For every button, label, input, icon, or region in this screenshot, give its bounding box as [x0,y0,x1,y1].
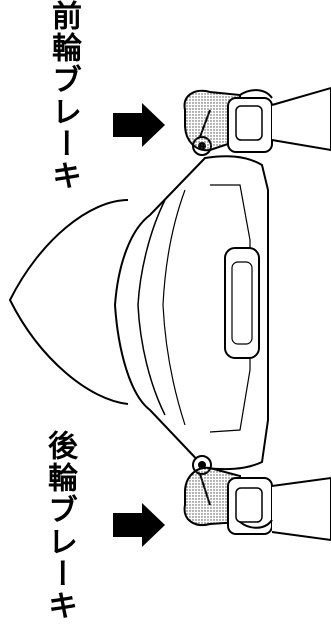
front-brake-hand [183,86,331,156]
handlebar-cowl [113,155,269,471]
rear-brake-hand [183,455,331,542]
rear-brake-arrow [113,503,165,547]
windscreen [8,199,129,405]
front-brake-label: 前輪ブレーキ [46,0,81,192]
cowl-contour-outer [137,199,166,416]
instrument-panel [224,247,260,359]
rear-brake-label: 後輪ブレーキ [42,430,77,622]
front-brake-arrow [113,103,165,147]
cowl-contour-inner [162,189,186,426]
